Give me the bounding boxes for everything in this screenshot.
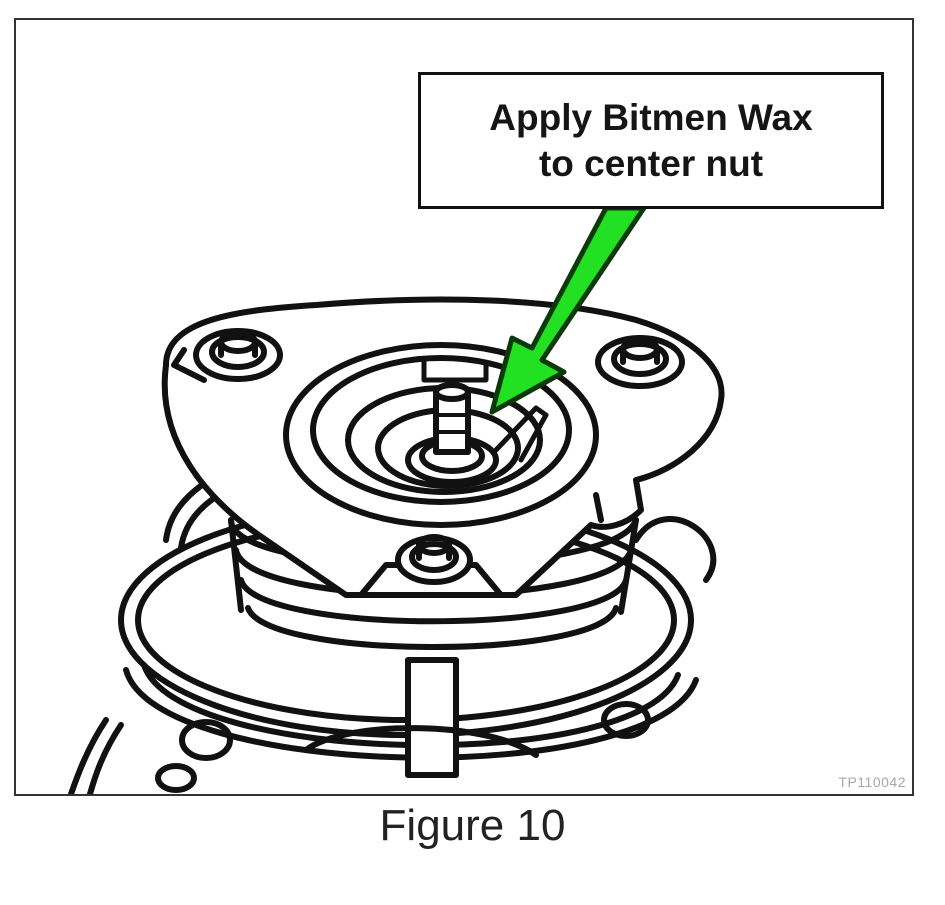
strut-shaft: [155, 657, 651, 793]
callout-box: Apply Bitmen Wax to center nut: [418, 72, 884, 209]
front-stud: [395, 534, 473, 585]
figure-frame: Apply Bitmen Wax to center nut TP110042: [14, 18, 914, 796]
green-pointer-arrow: [489, 205, 647, 415]
right-stud: [595, 335, 685, 389]
left-stud: [193, 328, 283, 382]
center-nut: [405, 382, 499, 485]
mounting-studs: [193, 328, 685, 585]
callout-line-2: to center nut: [538, 142, 764, 184]
image-code: TP110042: [838, 774, 906, 790]
figure-caption: Figure 10: [379, 801, 566, 850]
strut-mount-drawing: [68, 205, 725, 794]
callout-line-1: Apply Bitmen Wax: [489, 96, 813, 138]
